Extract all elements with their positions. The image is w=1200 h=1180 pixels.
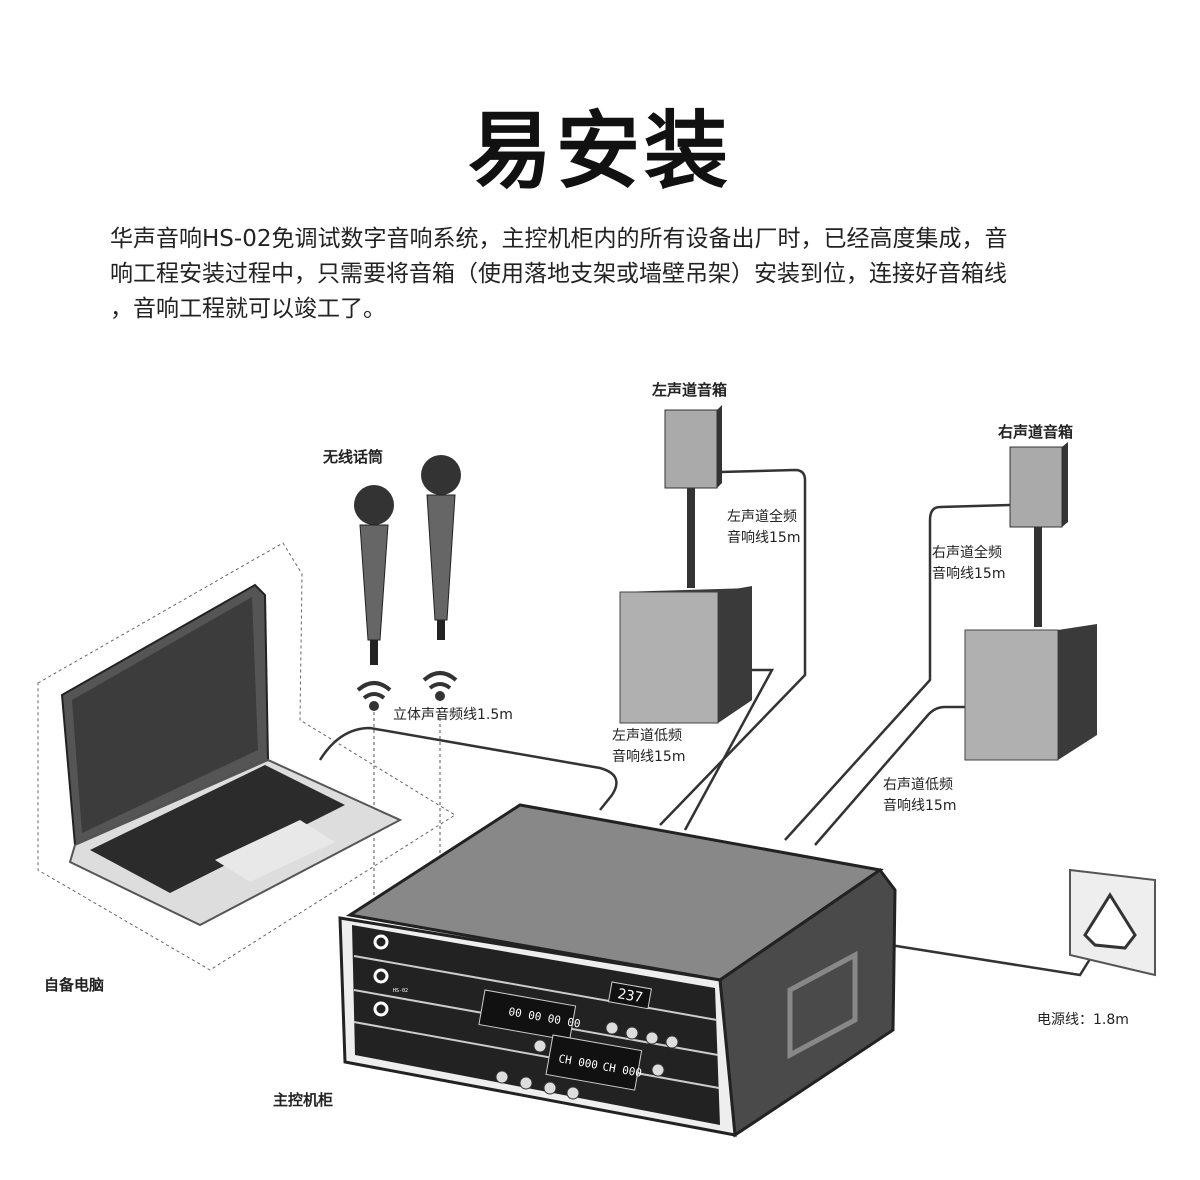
label-cabinet: 主控机柜: [273, 1091, 334, 1109]
description-line: 华声音响HS-02免调试数字音响系统，主控机柜内的所有设备出厂时，已经高度集成，…: [110, 226, 1008, 252]
right-full-range-speaker: [1009, 442, 1068, 627]
voltage-display: 237: [616, 986, 644, 1006]
page-title: 易安装: [467, 102, 732, 200]
label-line: 音响线15m: [612, 749, 686, 765]
left-full-range-speaker: [664, 405, 722, 588]
power-socket: [1069, 868, 1156, 977]
label-line: 左声道低频: [612, 728, 682, 744]
wifi-icon: [356, 681, 392, 711]
description-line: ，音响工程就可以竣工了。: [110, 296, 386, 322]
description-line: 响工程安装过程中，只需要将音箱（使用落地支架或墙壁吊架）安装到位，连接好音箱线: [110, 261, 1007, 287]
microphone-icon: [421, 455, 461, 640]
label-line: 音响线15m: [883, 798, 957, 814]
label-line: 左声道全频: [727, 509, 797, 525]
label-line: 音响线15m: [727, 530, 801, 546]
main-cabinet: 00 00 00 00 237 CH 000 CH 000 HS-02: [338, 803, 897, 1138]
brand-logo: [373, 934, 389, 1017]
right-subwoofer: [964, 624, 1097, 761]
label-left-sub-cable: 左声道低频 音响线15m: [612, 726, 685, 768]
microphone-icon: [354, 485, 394, 665]
label-wireless-mic: 无线话筒: [323, 448, 384, 466]
label-line: 右声道全频: [932, 545, 1002, 561]
label-left-speaker: 左声道音箱: [652, 381, 728, 399]
label-line: 右声道低频: [883, 777, 953, 793]
label-stereo-cable: 立体声音频线1.5m: [393, 707, 513, 723]
model-label: HS-02: [393, 988, 408, 994]
wifi-icon: [422, 671, 458, 701]
label-line: 音响线15m: [932, 566, 1006, 582]
label-right-speaker: 右声道音箱: [998, 423, 1074, 441]
label-laptop: 自备电脑: [44, 976, 105, 994]
label-power-cable: 电源线：1.8m: [1037, 1012, 1129, 1028]
label-right-sub-cable: 右声道低频 音响线15m: [883, 775, 956, 817]
laptop: [60, 583, 403, 927]
left-subwoofer: [619, 586, 752, 724]
description: 华声音响HS-02免调试数字音响系统，主控机柜内的所有设备出厂时，已经高度集成，…: [110, 222, 1100, 327]
label-right-full-cable: 右声道全频 音响线15m: [932, 543, 1005, 585]
laptop-dashed-outline: [37, 542, 456, 971]
stereo-cable-dashed: [373, 712, 441, 935]
label-left-full-cable: 左声道全频 音响线15m: [727, 507, 800, 549]
